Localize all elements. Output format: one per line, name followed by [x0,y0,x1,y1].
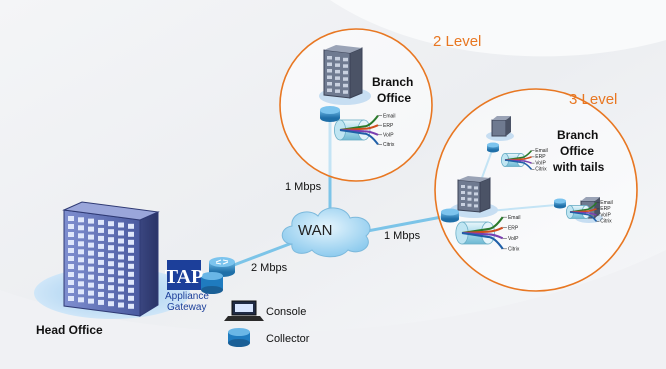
svg-text:VoIP: VoIP [383,133,394,139]
wan-label: WAN [298,222,333,239]
head-link-speed-label: 2 Mbps [251,262,288,274]
svg-text:ERP: ERP [535,154,546,160]
svg-text:ERP: ERP [383,123,394,129]
svg-text:Email: Email [508,215,521,221]
svg-text:TAP: TAP [165,266,204,288]
head-office-label: Head Office [36,323,103,337]
branch-office-building-icon [319,45,371,105]
level-2-circle [279,28,433,182]
appliance-label-line1: Appliance [165,291,209,302]
background-swoosh [0,250,666,369]
svg-text:Email: Email [383,113,396,119]
svg-text:Email: Email [600,200,613,206]
tails-link-speed-label: 1 Mbps [384,230,421,242]
level-2-label: 2 Level [433,33,482,50]
svg-text:Citrix: Citrix [508,247,520,253]
tail-right-router-icon [554,198,566,209]
branch-tails-label-line1: Branch [557,128,599,142]
branch-office-label-line2: Office [377,91,412,105]
head-office-building-icon [34,201,190,319]
collector-database-icon [228,328,250,347]
branch-tails-router-icon [441,208,459,223]
branch-tails-label-line3: with tails [553,160,605,174]
svg-text:VoIP: VoIP [535,160,546,166]
tail-upper-router-icon [487,142,499,153]
tap-logo-icon: TAP [165,260,204,290]
svg-text:VoIP: VoIP [508,236,519,242]
branch-tails-building-icon [450,176,498,218]
svg-text:Citrix: Citrix [600,219,612,225]
appliance-label-line2: Gateway [167,302,207,313]
tail-upper-building-icon [486,116,514,141]
branch-office-label-line1: Branch [372,75,414,89]
svg-text:Citrix: Citrix [383,142,395,148]
wan-cloud-icon [281,207,371,258]
svg-text:VoIP: VoIP [600,212,611,218]
background-swoosh-top [330,0,666,57]
link-tails-to-wan [361,214,448,234]
svg-text:ERP: ERP [600,206,611,212]
collector-label: Collector [266,333,310,345]
branch-link-speed-label: 1 Mbps [285,181,322,193]
console-laptop-icon [224,300,264,321]
branch-tails-label-line2: Office [560,144,595,158]
console-label: Console [266,306,307,318]
svg-text:Citrix: Citrix [535,167,547,173]
level-3-label: 3 Level [569,91,618,108]
branch-office-router-icon [320,106,340,122]
link-head-to-wan [225,238,301,270]
svg-text:Email: Email [535,148,548,154]
appliance-database-icon [201,272,223,294]
svg-text:ERP: ERP [508,226,519,232]
